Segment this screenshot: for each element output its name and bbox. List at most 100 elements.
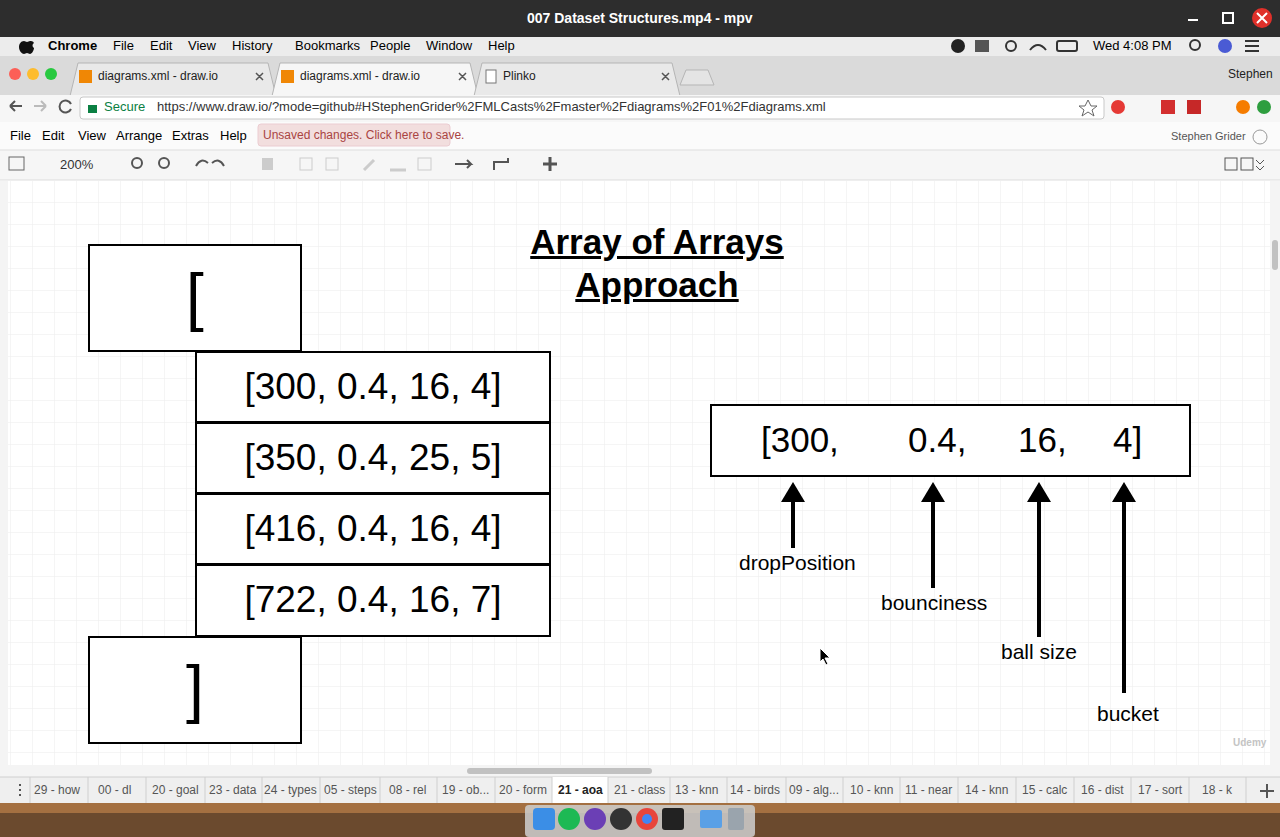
app-menu-item: Help — [220, 128, 247, 144]
menu-item: Chrome — [48, 38, 97, 54]
tab-title: Plinko — [503, 69, 536, 83]
ui-shape-rect — [1272, 240, 1278, 270]
menu-item: View — [188, 38, 216, 54]
ui-shape-g — [30, 777, 1246, 803]
ui-shape-circle — [558, 808, 580, 830]
user-name: Stephen Grider — [1171, 130, 1246, 143]
ui-shape-path — [60, 101, 71, 113]
ui-shape-circle — [1236, 100, 1250, 114]
array-row: [300, 0.4, 16, 4] — [195, 351, 551, 423]
ui-shape-circle — [1218, 39, 1232, 53]
ui-shape-line — [1189, 777, 1190, 803]
tab-title: diagrams.xml - draw.io — [300, 69, 420, 83]
ui-shape-path — [1260, 784, 1274, 798]
ui-shape-line — [437, 777, 438, 803]
page-tab: 21 - class — [614, 783, 665, 797]
ui-shape-rect — [1057, 41, 1077, 51]
node-text: [416, 0.4, 16, 4] — [244, 508, 501, 551]
ui-shape-rect — [8, 181, 1270, 765]
ui-shape-rect — [9, 157, 24, 170]
page-tab: 17 - sort — [1138, 783, 1182, 797]
ui-shape-path — [272, 63, 478, 96]
page-tab: 23 - data — [209, 783, 256, 797]
ui-shape-rect — [281, 70, 294, 83]
page-tab: 18 - k — [1202, 783, 1232, 797]
save-warning: Unsaved changes. Click here to save. — [263, 128, 464, 142]
ui-shape-rect — [0, 803, 1280, 837]
ui-shape-path — [34, 101, 46, 111]
ui-shape-line — [552, 777, 553, 803]
app-menu-item: Arrange — [116, 128, 162, 144]
ui-shape-rect — [700, 810, 722, 828]
ui-shape-path — [1257, 13, 1267, 23]
ui-shape-line — [146, 777, 147, 803]
bracket-box: [ — [88, 244, 302, 352]
ui-shape-path — [543, 157, 557, 171]
page-tab: 08 - rel — [389, 783, 426, 797]
ui-shape-line — [0, 777, 1280, 778]
ui-shape-path — [1079, 100, 1097, 116]
ui-shape-path — [390, 169, 406, 172]
node-text: [300, — [761, 420, 839, 460]
app-menu-item: File — [10, 128, 31, 144]
ui-shape-line — [608, 777, 609, 803]
node-text: 0.4, — [908, 420, 966, 460]
ui-shape-g — [781, 482, 1136, 693]
menu-item: Window — [426, 38, 472, 54]
ui-shape-path — [474, 63, 680, 96]
ui-shape-line — [0, 150, 1280, 151]
ui-shape-line — [1246, 777, 1247, 803]
menu-item: File — [113, 38, 134, 54]
title-bar — [0, 0, 1280, 37]
ui-shape-rect — [0, 777, 1280, 803]
ui-shape-circle — [159, 158, 169, 168]
menu-item: Edit — [150, 38, 172, 54]
ui-shape-rect — [1270, 181, 1280, 765]
ui-shape-line — [1131, 777, 1132, 803]
node-text: 16, — [1018, 420, 1067, 460]
ui-shape-rect — [662, 808, 684, 830]
ui-shape-circle — [1252, 8, 1272, 28]
bracket-box: ] — [88, 636, 302, 744]
ui-shape-path — [10, 101, 22, 111]
ui-shape-circle — [951, 39, 965, 53]
app-menu-item: Edit — [42, 128, 64, 144]
ui-shape-line — [670, 777, 671, 803]
page-tab: 24 - types — [264, 783, 317, 797]
ui-shape-circle — [27, 68, 39, 80]
ui-shape-circle — [1190, 40, 1200, 50]
menu-item: People — [370, 38, 410, 54]
ui-shape-path — [1256, 160, 1264, 170]
ui-shape-rect — [80, 97, 1104, 119]
ui-shape-path — [781, 482, 805, 502]
ui-shape-path — [1245, 41, 1259, 51]
page-tab: 11 - near — [905, 783, 952, 797]
field-label: ball size — [1001, 639, 1077, 664]
profile-name: Stephen — [1228, 67, 1273, 81]
ui-shape-path — [1030, 45, 1046, 50]
page-tab: 29 - how — [34, 783, 80, 797]
node-text: 4] — [1113, 420, 1142, 460]
ui-shape-line — [88, 777, 89, 803]
ui-shape-path — [196, 161, 224, 166]
ui-shape-rect — [1223, 13, 1233, 23]
ui-shape-line — [320, 777, 321, 803]
ui-shape-line — [1074, 777, 1075, 803]
app-menu-item: View — [78, 128, 106, 144]
ui-shape-rect — [262, 158, 273, 170]
ui-shape-line — [931, 498, 935, 588]
page-tab: 21 - aoa — [558, 783, 603, 797]
watermark: Udemy — [1233, 737, 1266, 749]
page-tab: 20 - goal — [152, 783, 199, 797]
menu-item: Bookmarks — [295, 38, 360, 54]
ui-shape-circle — [1253, 130, 1267, 144]
ui-shape-path — [820, 648, 830, 665]
ui-shape-line — [0, 180, 1280, 181]
page-tab: 09 - alg... — [789, 783, 839, 797]
ui-shape-line — [1122, 498, 1126, 693]
array-row: [350, 0.4, 25, 5] — [195, 422, 551, 494]
ui-shape-rect — [1225, 158, 1237, 170]
ui-shape-rect — [975, 40, 989, 52]
ui-shape-rect — [8, 181, 1270, 765]
ui-shape-line — [1016, 777, 1017, 803]
